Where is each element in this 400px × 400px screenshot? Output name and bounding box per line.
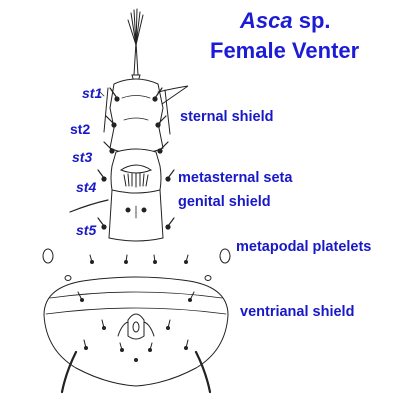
metapodal-platelets <box>42 248 231 281</box>
ventrianal-shield <box>43 276 229 394</box>
title-genus: Asca <box>240 8 293 33</box>
label-leaders <box>99 91 105 97</box>
sternal-setae <box>69 87 175 230</box>
label-metapodal-platelets: metapodal platelets <box>236 239 372 255</box>
label-st2: st2 <box>70 121 91 137</box>
title: Asca sp. <box>240 10 331 32</box>
tritosternum <box>127 8 144 83</box>
label-ventrianal-shield: ventrianal shield <box>240 304 355 320</box>
label-st4: st4 <box>76 179 97 195</box>
title-line2: Female Venter <box>210 38 360 63</box>
label-st3: st3 <box>72 149 93 165</box>
label-st5: st5 <box>76 222 97 238</box>
genital-shield <box>108 148 164 242</box>
label-sternal-shield: sternal shield <box>180 109 274 125</box>
label-metasternal-seta: metasternal seta <box>178 170 293 186</box>
title-suffix: sp. <box>292 8 331 33</box>
label-genital-shield: genital shield <box>178 194 271 210</box>
label-st1: st1 <box>82 85 103 101</box>
sternal-shield <box>103 78 189 155</box>
